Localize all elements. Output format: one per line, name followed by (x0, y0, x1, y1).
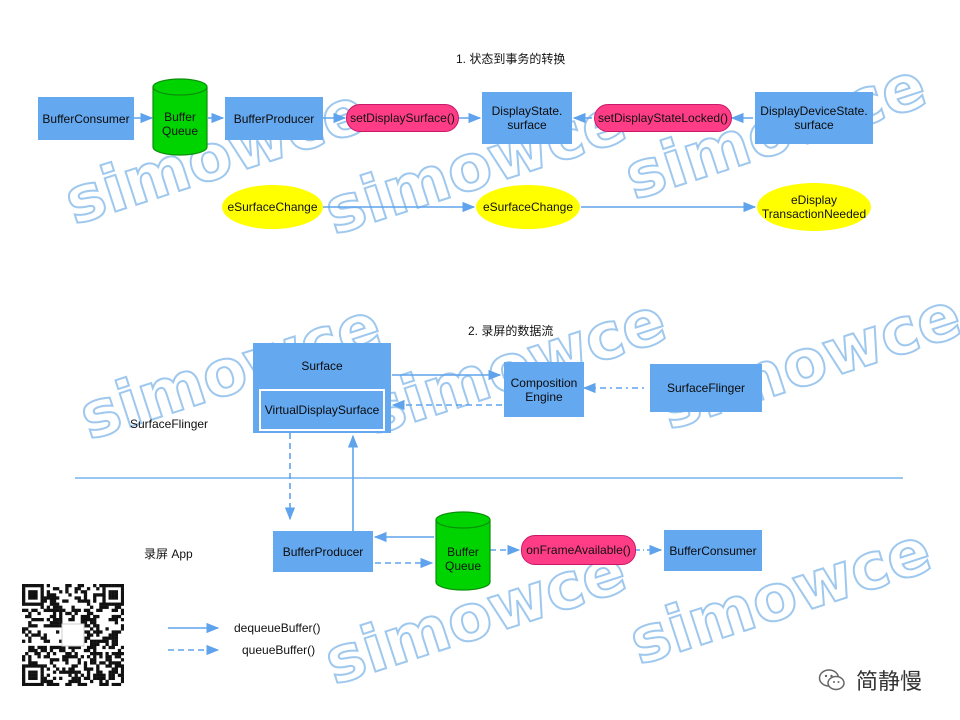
wechat-brand: 简静慢 (818, 664, 922, 696)
qr-code-image (22, 584, 124, 686)
display-state-surface-label: DisplayState.surface (491, 104, 563, 132)
on-frame-available-call: onFrameAvailable() (521, 535, 636, 565)
wechat-icon (818, 669, 845, 691)
set-display-state-locked-call: setDisplayStateLocked() (594, 104, 732, 132)
legend-solid-label: dequeueBuffer() (234, 621, 321, 635)
surface-label: Surface (301, 359, 343, 373)
cylinder-shape (152, 78, 208, 156)
app-buffer-producer-label: BufferProducer (282, 544, 364, 559)
surfaceflinger-box: SurfaceFlinger (650, 364, 762, 412)
app-buffer-consumer-label: BufferConsumer (669, 543, 757, 558)
set-display-state-locked-label: setDisplayStateLocked() (597, 111, 729, 125)
buffer-consumer-label: BufferConsumer (42, 111, 130, 126)
virtual-display-surface-box: VirtualDisplaySurface (259, 389, 385, 431)
screen-record-app-label: 录屏 App (144, 547, 193, 561)
e-surface-change-ellipse-2: eSurfaceChange (476, 185, 580, 229)
on-frame-available-label: onFrameAvailable() (526, 543, 631, 557)
display-device-state-surface-box: DisplayDeviceState.surface (755, 92, 873, 144)
app-buffer-consumer-box: BufferConsumer (664, 530, 762, 571)
cylinder-shape (435, 511, 491, 591)
e-surface-change-label-2: eSurfaceChange (482, 200, 574, 214)
wechat-account-name: 简静慢 (856, 670, 923, 695)
display-device-state-surface-label: DisplayDeviceState.surface (760, 104, 868, 132)
e-surface-change-ellipse-1: eSurfaceChange (222, 185, 323, 229)
display-state-surface-box: DisplayState.surface (482, 92, 572, 144)
section1-title: 1. 状态到事务的转换 (456, 52, 566, 66)
section2-title: 2. 录屏的数据流 (468, 324, 554, 338)
buffer-producer-label: BufferProducer (233, 111, 315, 126)
app-buffer-producer-box: BufferProducer (273, 531, 373, 572)
surfaceflinger-box-label: SurfaceFlinger (666, 381, 746, 395)
e-surface-change-label-1: eSurfaceChange (227, 200, 318, 214)
legend-dashed-label: queueBuffer() (242, 643, 316, 657)
set-display-surface-call: setDisplaySurface() (346, 104, 459, 132)
buffer-producer-box: BufferProducer (225, 97, 323, 140)
virtual-display-surface-label: VirtualDisplaySurface (264, 403, 380, 417)
buffer-consumer-box: BufferConsumer (38, 97, 134, 140)
surfaceflinger-section-label: SurfaceFlinger (130, 417, 209, 431)
set-display-surface-label: setDisplaySurface() (350, 111, 455, 125)
